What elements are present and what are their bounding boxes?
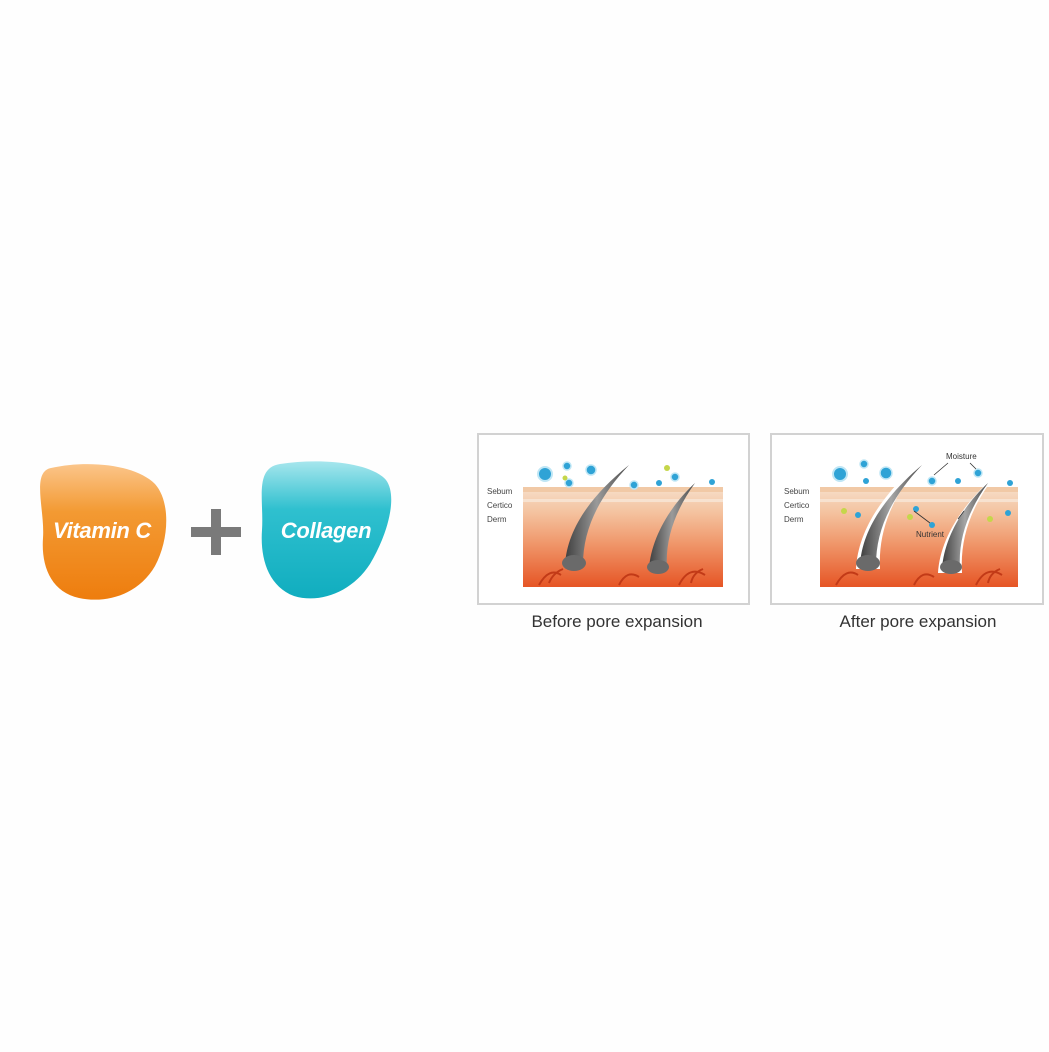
moisture-callout: Moisture [946, 452, 977, 461]
after-layer-labels: Sebum Certico Derm [784, 485, 809, 527]
before-layer-labels: Sebum Certico Derm [487, 485, 512, 527]
layer-label-certico: Certico [487, 501, 513, 510]
vitamin-c-badge: Vitamin C [37, 462, 167, 604]
layer-label-sebum: Sebum [487, 487, 513, 496]
after-skin-illustration [820, 457, 1018, 587]
before-diagram: Sebum Certico Derm [477, 433, 750, 605]
plus-icon [191, 509, 241, 555]
nutrient-callout: Nutrient [916, 530, 945, 539]
vitamin-c-label: Vitamin C [53, 518, 151, 543]
layer-label-sebum: Sebum [784, 487, 810, 496]
layer-label-derm: Derm [487, 515, 507, 524]
after-caption: After pore expansion [839, 612, 997, 631]
collagen-shape [261, 461, 392, 599]
before-skin-illustration [523, 461, 723, 587]
before-caption: Before pore expansion [531, 612, 703, 631]
layer-label-derm: Derm [784, 515, 804, 524]
vitamin-c-shape [40, 464, 167, 600]
after-diagram: Sebum Certico Derm Moisture Nutrient [770, 433, 1044, 605]
collagen-badge: Collagen [258, 460, 394, 602]
collagen-label: Collagen [280, 518, 372, 543]
layer-label-certico: Certico [784, 501, 810, 510]
